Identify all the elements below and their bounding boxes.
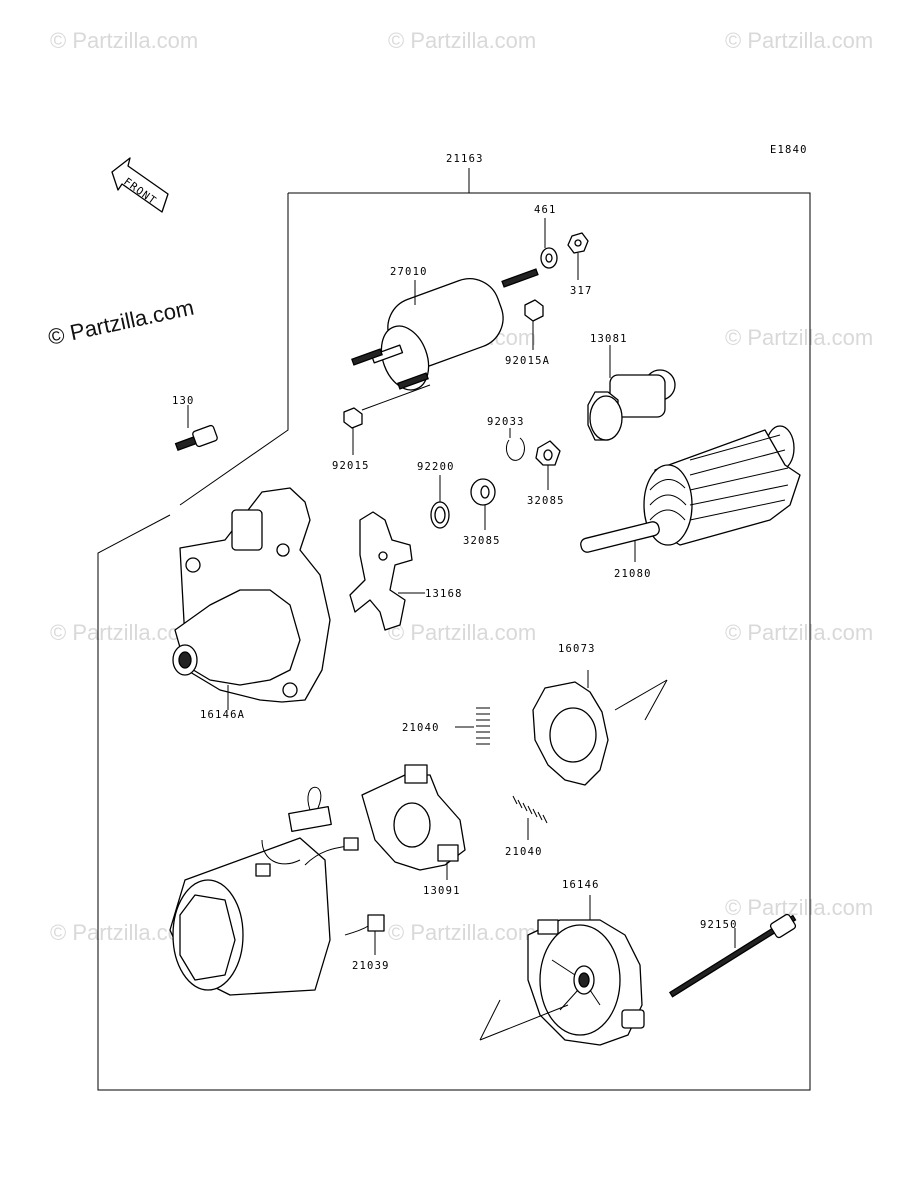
- housing-16146a: 16146A: [172, 487, 331, 721]
- part-label: 21040: [402, 722, 440, 734]
- watermark: © Partzilla.com: [50, 620, 198, 645]
- part-label: 21080: [614, 568, 652, 580]
- watermark: © Partzilla.com: [388, 920, 536, 945]
- washer-461: 461: [534, 204, 558, 269]
- lead-21039: 21039: [344, 914, 390, 972]
- part-label: 21039: [352, 960, 390, 972]
- part-label: 92200: [417, 461, 455, 473]
- nut-317: 317: [567, 232, 593, 297]
- part-label: 27010: [390, 266, 428, 278]
- watermark: © Partzilla.com: [725, 28, 873, 53]
- part-label: 16146A: [200, 709, 245, 721]
- part-label: 92033: [487, 416, 525, 428]
- part-label: 317: [570, 285, 593, 297]
- part-label: 13091: [423, 885, 461, 897]
- part-label: 461: [534, 204, 557, 216]
- assembly-frame: 21163: [97, 153, 811, 1091]
- brush-holder-13091: 13091: [361, 764, 466, 897]
- part-label: 21040: [505, 846, 543, 858]
- plate-16073: 16073: [532, 643, 668, 786]
- pinion-13081: 13081: [587, 333, 676, 441]
- watermark: © Partzilla.com: [725, 325, 873, 350]
- watermark: © Partzilla.com: [388, 620, 536, 645]
- part-label: 92150: [700, 919, 738, 931]
- nut-92015a: 92015A: [505, 299, 550, 367]
- collar-32085-a: 32085: [527, 440, 565, 507]
- circlip-92033: 92033: [487, 416, 525, 461]
- watermark: © Partzilla.com: [725, 895, 873, 920]
- armature-21080: 21080: [580, 425, 801, 580]
- part-label: 32085: [463, 535, 501, 547]
- watermark: © Partzilla.com: [388, 28, 536, 53]
- part-label: 16146: [562, 879, 600, 891]
- brand-logo-text: © Partzilla.com: [46, 295, 196, 350]
- spring-21040-b: 21040: [505, 795, 548, 858]
- part-label: 32085: [527, 495, 565, 507]
- front-arrow-icon: FRONT: [111, 157, 169, 213]
- diagram-code: E1840: [770, 144, 808, 156]
- washer-92200: 92200: [417, 461, 455, 529]
- spring-21040-a: 21040: [402, 707, 490, 745]
- part-label: 13081: [590, 333, 628, 345]
- nut-92015: 92015: [332, 384, 431, 472]
- part-label: 92015: [332, 460, 370, 472]
- solenoid-27010: 27010: [351, 266, 539, 391]
- assembly-label: 21163: [446, 153, 484, 165]
- watermark: © Partzilla.com: [725, 620, 873, 645]
- yoke-assembly: [169, 786, 359, 996]
- lever-13168: 13168: [349, 511, 463, 631]
- part-label: 130: [172, 395, 195, 407]
- watermark: © Partzilla.com: [50, 28, 198, 53]
- part-label: 92015A: [505, 355, 550, 367]
- collar-32085-b: 32085: [463, 478, 501, 547]
- bolt-130: 130: [172, 395, 218, 452]
- watermarks: © Partzilla.com © Partzilla.com © Partzi…: [50, 28, 873, 945]
- bolt-92150: 92150: [668, 913, 797, 998]
- part-label: 16073: [558, 643, 596, 655]
- part-label: 13168: [425, 588, 463, 600]
- cover-16146: 16146: [479, 879, 645, 1046]
